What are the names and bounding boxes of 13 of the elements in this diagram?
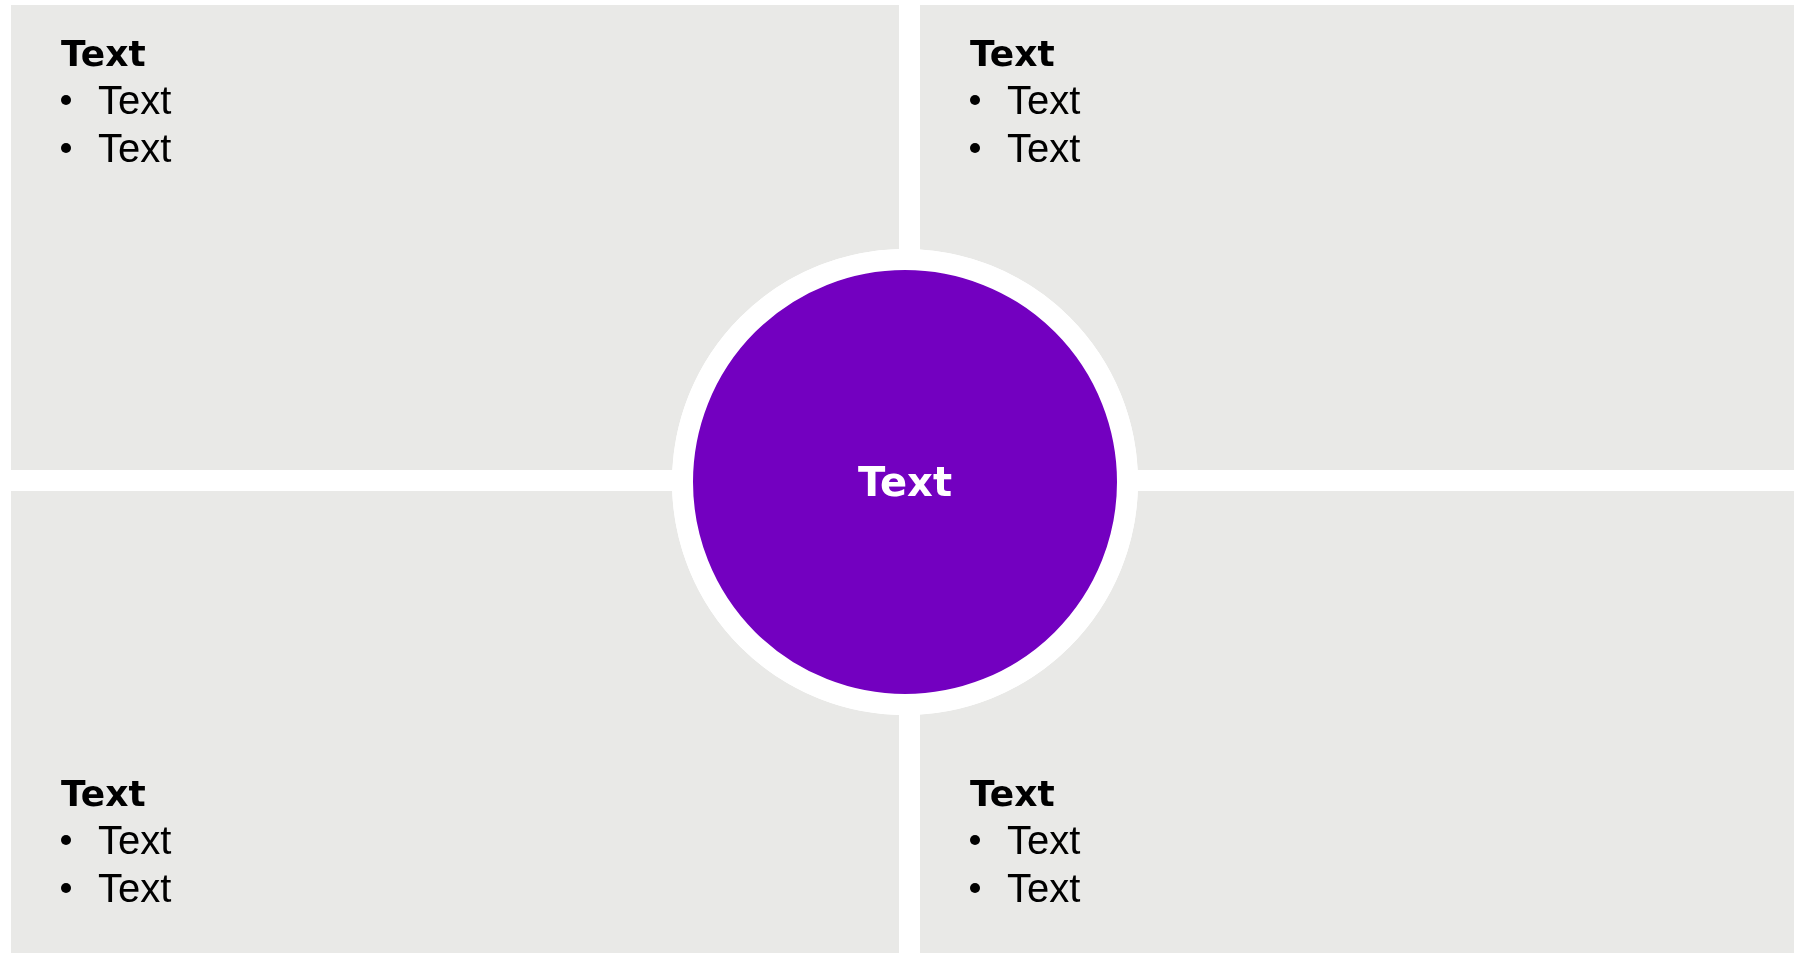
bullet-text: Text <box>98 77 172 124</box>
panel-heading: Text <box>61 32 146 76</box>
center-label: Text <box>858 459 952 505</box>
panel-heading: Text <box>970 32 1055 76</box>
panel-heading: Text <box>61 772 146 816</box>
bullet-text: Text <box>1007 125 1081 172</box>
bullet-text: Text <box>98 865 172 912</box>
panel-heading: Text <box>970 772 1055 816</box>
bullet-text: Text <box>1007 817 1081 864</box>
bullet-text: Text <box>98 125 172 172</box>
bullet-text: Text <box>98 817 172 864</box>
bullet-text: Text <box>1007 77 1081 124</box>
bullet-text: Text <box>1007 865 1081 912</box>
